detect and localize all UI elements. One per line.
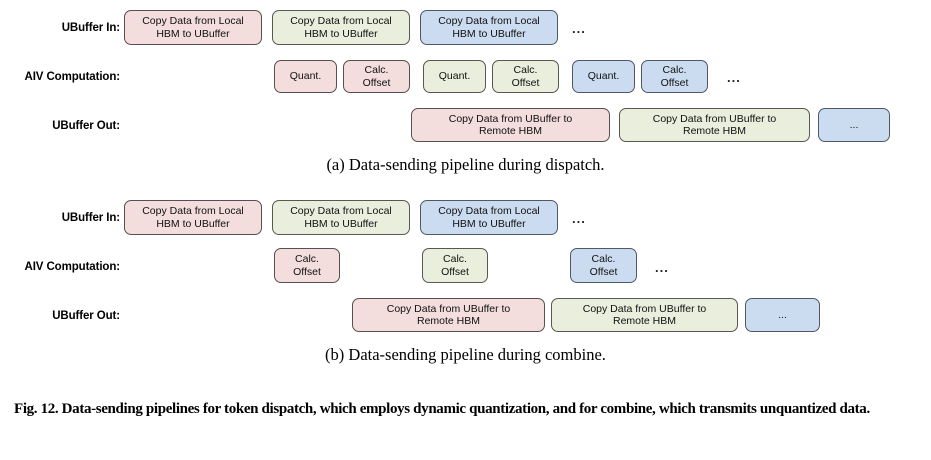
box-calc-offset-a3: Calc. Offset xyxy=(641,60,708,93)
row-label-ubuffer-in-a: UBuffer In: xyxy=(61,22,120,34)
row-label-ubuffer-out-b: UBuffer Out: xyxy=(52,310,120,322)
panel-a-dispatch-pipeline: UBuffer In: Copy Data from Local HBM to … xyxy=(0,0,931,185)
box-ellipsis-ubuffer-out-a: ... xyxy=(818,108,890,142)
row-label-aiv-computation-b: AIV Computation: xyxy=(24,261,121,273)
panel-b-combine-pipeline: UBuffer In: Copy Data from Local HBM to … xyxy=(0,190,931,375)
box-quant-a2: Quant. xyxy=(423,60,486,93)
box-copy-ubuffer-to-remote-hbm-b1: Copy Data from UBuffer to Remote HBM xyxy=(352,298,545,332)
ellipsis-ubuffer-in-a: ... xyxy=(572,21,586,36)
subcaption-b: (b) Data-sending pipeline during combine… xyxy=(325,345,606,364)
figure-caption: Fig. 12. Data-sending pipelines for toke… xyxy=(14,401,870,417)
box-copy-local-hbm-to-ubuffer-a1: Copy Data from Local HBM to UBuffer xyxy=(124,10,262,45)
box-copy-local-hbm-to-ubuffer-b1: Copy Data from Local HBM to UBuffer xyxy=(124,200,262,235)
box-calc-offset-a2: Calc. Offset xyxy=(492,60,559,93)
box-copy-ubuffer-to-remote-hbm-b2: Copy Data from UBuffer to Remote HBM xyxy=(551,298,738,332)
box-calc-offset-b1: Calc. Offset xyxy=(274,248,340,283)
ellipsis-aiv-computation-a: ... xyxy=(727,70,741,85)
box-copy-ubuffer-to-remote-hbm-a1: Copy Data from UBuffer to Remote HBM xyxy=(411,108,610,142)
box-copy-ubuffer-to-remote-hbm-a2: Copy Data from UBuffer to Remote HBM xyxy=(619,108,810,142)
row-label-ubuffer-out-a: UBuffer Out: xyxy=(52,120,120,132)
box-quant-a3: Quant. xyxy=(572,60,635,93)
ellipsis-ubuffer-in-b: ... xyxy=(572,211,586,226)
box-ellipsis-ubuffer-out-b: ... xyxy=(745,298,820,332)
box-calc-offset-b2: Calc. Offset xyxy=(422,248,488,283)
box-copy-local-hbm-to-ubuffer-a2: Copy Data from Local HBM to UBuffer xyxy=(272,10,410,45)
box-calc-offset-a1: Calc. Offset xyxy=(343,60,410,93)
ellipsis-aiv-computation-b: ... xyxy=(655,260,669,275)
box-calc-offset-b3: Calc. Offset xyxy=(570,248,637,283)
box-quant-a1: Quant. xyxy=(274,60,337,93)
subcaption-a: (a) Data-sending pipeline during dispatc… xyxy=(326,155,605,174)
box-copy-local-hbm-to-ubuffer-a3: Copy Data from Local HBM to UBuffer xyxy=(420,10,558,45)
row-label-ubuffer-in-b: UBuffer In: xyxy=(61,212,120,224)
box-copy-local-hbm-to-ubuffer-b2: Copy Data from Local HBM to UBuffer xyxy=(272,200,410,235)
row-label-aiv-computation-a: AIV Computation: xyxy=(24,71,121,83)
box-copy-local-hbm-to-ubuffer-b3: Copy Data from Local HBM to UBuffer xyxy=(420,200,558,235)
